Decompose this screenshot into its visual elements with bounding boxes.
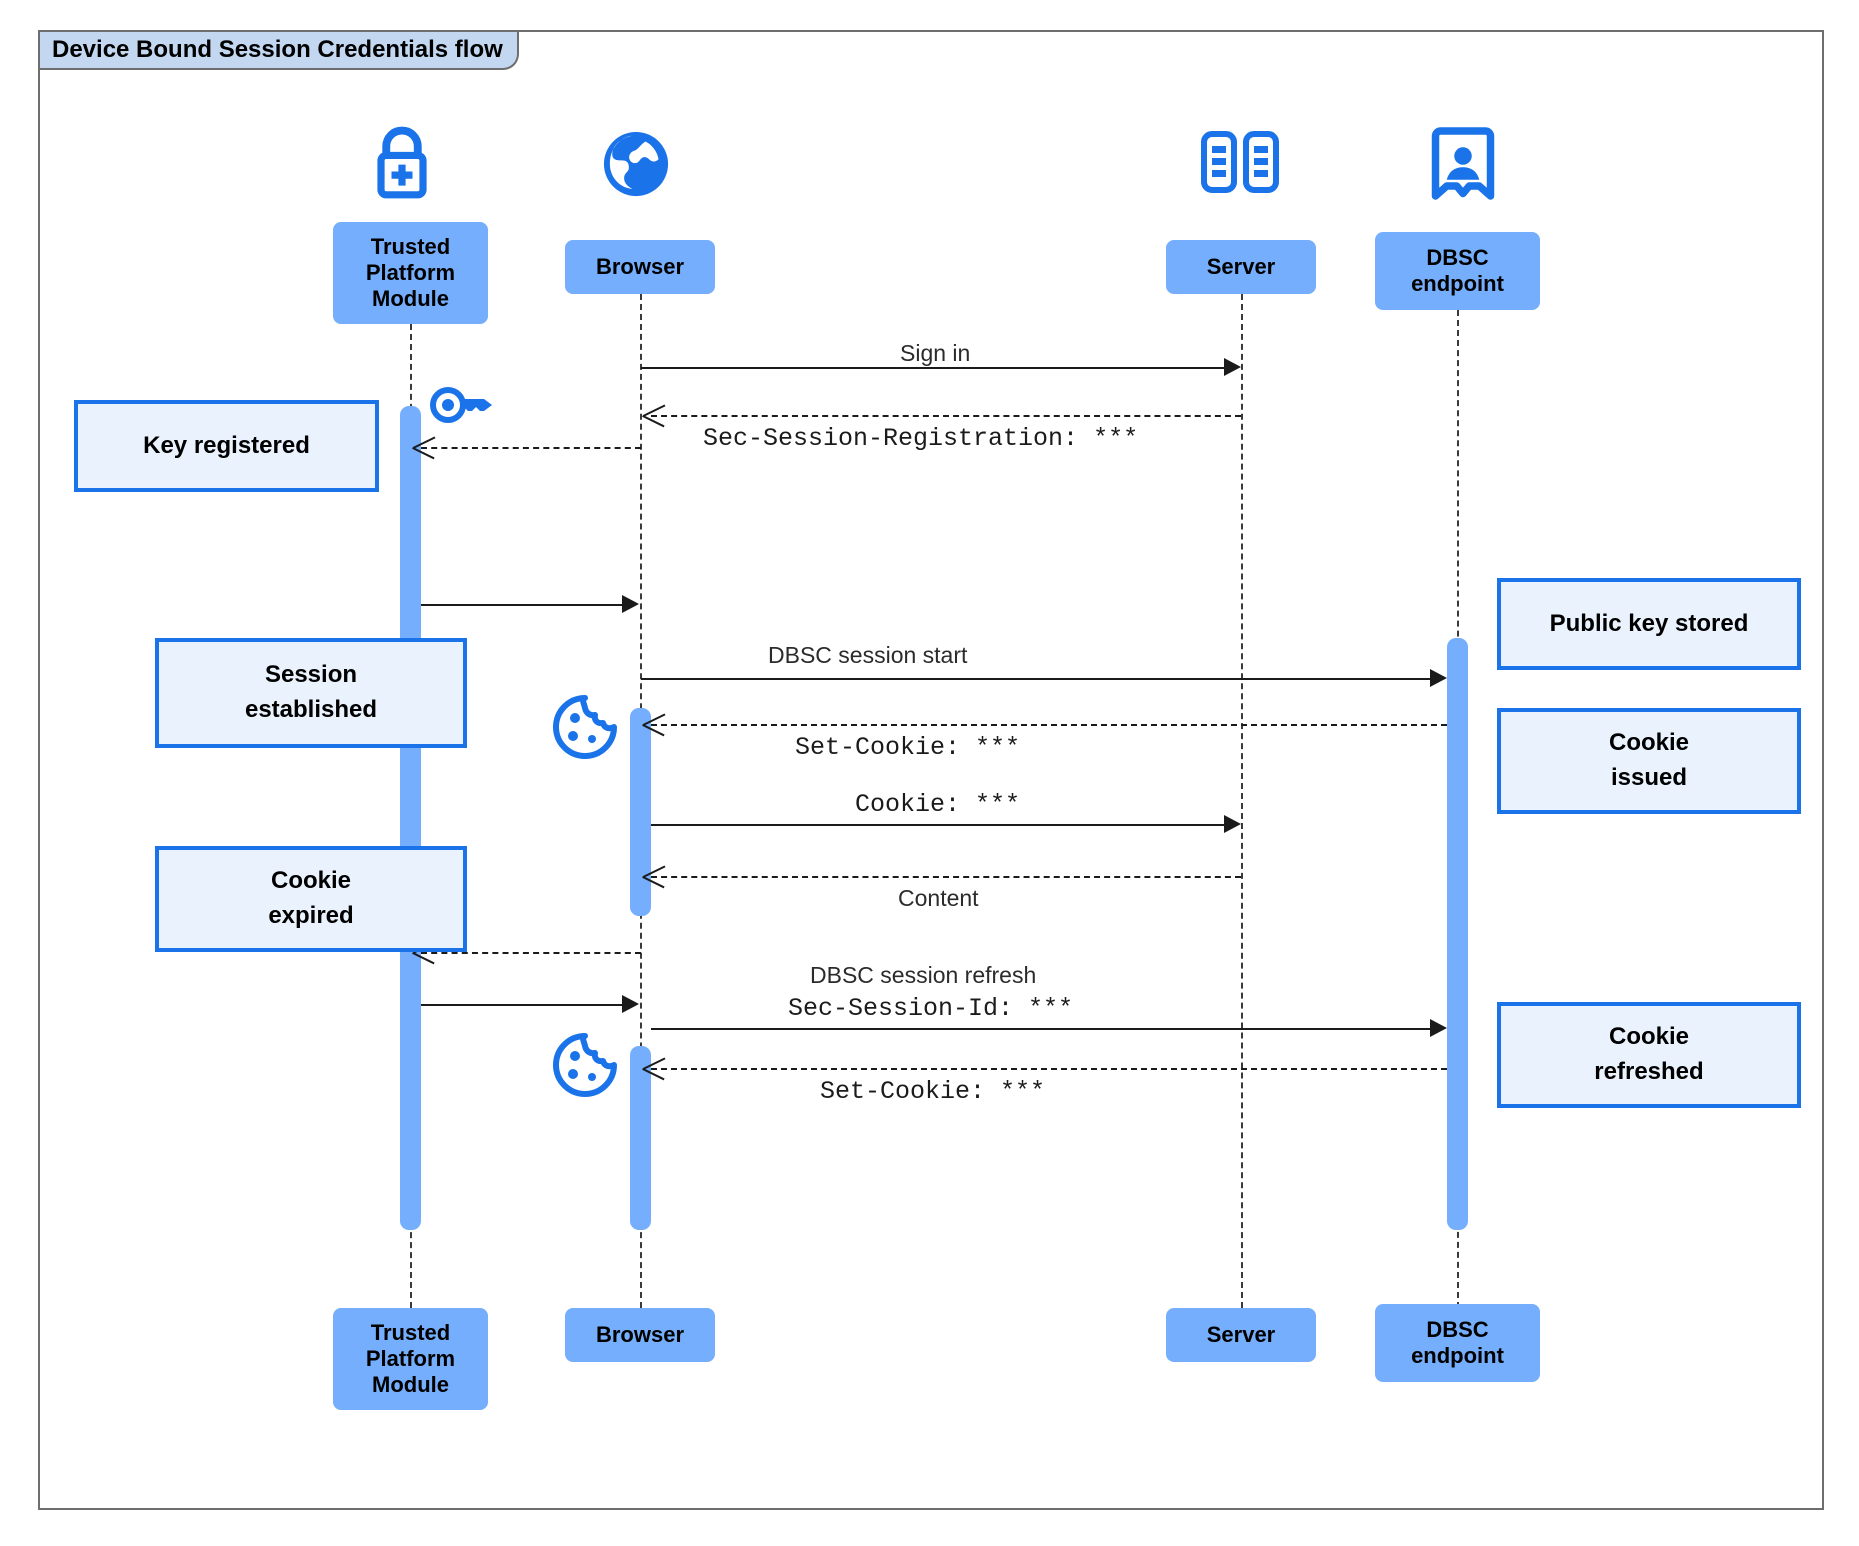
note-cookie-issued-line2: issued [1610,764,1687,791]
participant-dbsc-top[interactable]: DBSC endpoint [1375,232,1540,310]
participant-tpm-label-line2: Platform [365,260,456,286]
message-label-content: Content [898,885,979,911]
activation-dbsc [1447,638,1468,1230]
message-label-set-cookie-2: Set-Cookie: *** [820,1077,1046,1106]
message-line-cookie [651,824,1225,826]
message-line-tpm-to-browser-key [421,604,624,606]
participant-dbsc-label-line1: DBSC [1426,245,1489,271]
key-icon [430,387,492,423]
participant-server-bottom[interactable]: Server [1166,1308,1316,1362]
participant-tpm-bottom-line3: Module [372,1371,449,1397]
message-line-sign-in [641,367,1225,369]
message-label-dbsc-session-refresh: DBSC session refresh [810,962,1037,988]
message-line-tpm-to-browser-refresh [421,1004,624,1006]
message-label-dbsc-session-start: DBSC session start [768,642,968,668]
message-label-sec-session-registration: Sec-Session-Registration: *** [703,424,1139,453]
note-cookie-expired: Cookie expired [155,846,467,952]
participant-browser-top[interactable]: Browser [565,240,715,294]
participant-tpm-bottom-line2: Platform [365,1346,456,1372]
message-arrow-dbsc-session-start [1430,669,1447,687]
cookie-icon [553,1033,617,1097]
participant-browser-label: Browser [595,254,685,280]
id-badge-icon [1431,127,1495,200]
message-line-sec-session-registration [651,415,1241,417]
activation-browser-1 [630,708,651,916]
note-cookie-issued: Cookie issued [1497,708,1801,814]
message-label-set-cookie-1: Set-Cookie: *** [795,733,1021,762]
lifeline-server [1241,294,1243,1308]
participant-dbsc-bottom-line2: endpoint [1411,1343,1504,1368]
message-arrow-sec-session-registration [643,404,665,426]
participant-server-label: Server [1206,254,1276,280]
participant-server-bottom-label: Server [1206,1322,1276,1348]
message-arrow-tpm-to-browser-key [622,595,639,613]
note-cookie-refreshed-line1: Cookie [1608,1023,1689,1051]
message-arrow-cookie [1224,815,1241,833]
message-line-set-cookie-1 [651,724,1447,726]
activation-browser-2 [630,1046,651,1230]
participant-dbsc-bottom-line1: DBSC [1426,1317,1489,1343]
message-line-browser-to-tpm-register [421,447,641,449]
participant-tpm-label-line3: Module [372,285,449,311]
message-arrow-dbsc-session-refresh [1430,1019,1447,1037]
message-line-content [651,876,1241,878]
message-arrow-content [643,865,665,887]
server-racks-icon [1201,131,1279,193]
message-label-cookie: Cookie: *** [855,790,1021,819]
globe-icon [603,131,669,197]
message-arrow-sign-in [1224,358,1241,376]
message-arrow-set-cookie-1 [643,713,665,735]
note-cookie-issued-line1: Cookie [1608,729,1689,757]
note-cookie-expired-line2: expired [268,902,354,929]
message-arrow-browser-to-tpm-register [413,436,435,458]
message-line-dbsc-session-start [641,678,1441,680]
participant-dbsc-label-line2: endpoint [1411,271,1504,296]
note-key-registered: Key registered [74,400,379,492]
participant-dbsc-bottom[interactable]: DBSC endpoint [1375,1304,1540,1382]
note-key-registered-text: Key registered [143,431,310,459]
note-cookie-refreshed-line2: refreshed [1594,1058,1704,1085]
participant-browser-bottom-label: Browser [595,1322,685,1348]
padlock-plus-icon [377,126,427,199]
participant-server-top[interactable]: Server [1166,240,1316,294]
participant-tpm-top[interactable]: Trusted Platform Module [333,222,488,324]
participant-browser-bottom[interactable]: Browser [565,1308,715,1362]
note-cookie-expired-line1: Cookie [270,867,351,895]
note-session-established-line1: Session [264,661,358,689]
message-line-set-cookie-2 [651,1068,1447,1070]
message-line-dbsc-session-refresh [651,1028,1441,1030]
note-cookie-refreshed: Cookie refreshed [1497,1002,1801,1108]
diagram-title: Device Bound Session Credentials flow [40,32,519,70]
activation-tpm [400,406,421,1230]
note-session-established: Session established [155,638,467,748]
message-label-sec-session-id: Sec-Session-Id: *** [788,994,1074,1023]
note-public-key-stored-text: Public key stored [1549,609,1749,637]
note-public-key-stored: Public key stored [1497,578,1801,670]
participant-tpm-bottom[interactable]: Trusted Platform Module [333,1308,488,1410]
message-label-sign-in: Sign in [900,340,971,366]
cookie-icon [553,695,617,759]
message-line-browser-to-tpm-refresh [421,952,641,954]
note-session-established-line2: established [244,696,378,723]
participant-tpm-bottom-line1: Trusted [370,1320,451,1346]
participant-tpm-label-line1: Trusted [370,234,451,260]
message-arrow-tpm-to-browser-refresh [622,995,639,1013]
message-arrow-set-cookie-2 [643,1057,665,1079]
